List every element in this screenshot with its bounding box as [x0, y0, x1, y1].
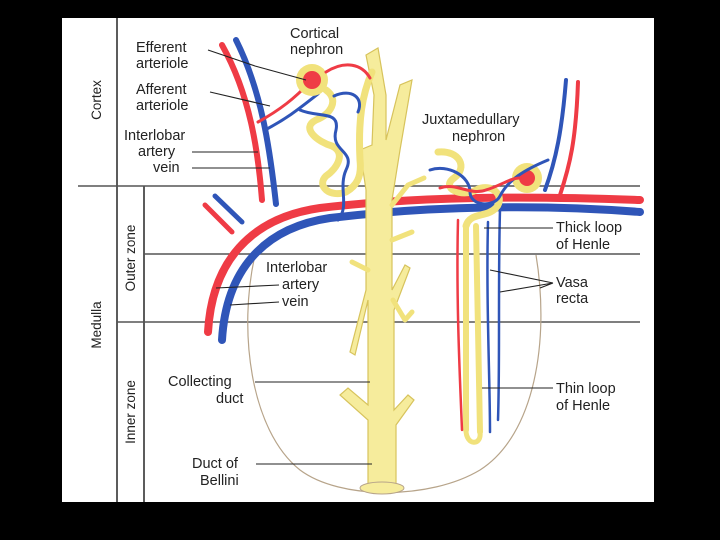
label-interlobar-upper-line1: Interlobar [124, 128, 185, 144]
juxtamedullary-nephron [428, 148, 550, 445]
label-interlobar-lower-line1: Interlobar [266, 260, 327, 276]
cortical-vessels [219, 37, 580, 207]
label-cortical-nephron-line2: nephron [290, 42, 343, 58]
label-vasa-recta-line1: Vasa [556, 275, 589, 291]
label-duct-of-bellini-line1: Duct of [192, 456, 239, 472]
label-juxtamedullary-nephron-line2: nephron [452, 129, 505, 145]
leader-efferent [207, 49, 307, 81]
label-interlobar-upper-line2: artery [138, 144, 176, 160]
interlobar-vessels [202, 193, 644, 344]
label-interlobar-lower-line2: artery [282, 277, 320, 293]
zone-label-cortex: Cortex [89, 80, 104, 120]
leader-interlobar-lower-artery [215, 284, 280, 289]
label-collecting-duct-line1: Collecting [168, 374, 232, 390]
label-thick-loop-line1: Thick loop [556, 220, 622, 236]
cortical-nephron [296, 63, 376, 222]
label-vasa-recta-line2: recta [556, 291, 589, 307]
label-collecting-duct-line2: duct [216, 391, 243, 407]
label-thick-loop-line2: of Henle [556, 237, 610, 253]
label-afferent-arteriole-line2: arteriole [136, 98, 188, 114]
label-efferent-arteriole-line1: Efferent [136, 40, 187, 56]
label-thin-loop-line2: of Henle [556, 398, 610, 414]
label-duct-of-bellini-line2: Bellini [200, 473, 239, 489]
zone-label-medulla: Medulla [89, 301, 104, 349]
label-juxtamedullary-nephron-line1: Juxtamedullary [422, 112, 520, 128]
leader-interlobar-lower-vein [229, 301, 280, 306]
label-afferent-arteriole-line1: Afferent [136, 82, 187, 98]
label-interlobar-lower-line3: vein [282, 294, 309, 310]
label-cortical-nephron-line1: Cortical [290, 26, 339, 42]
leader-vasa-recta [489, 269, 554, 293]
zone-label-inner-zone: Inner zone [123, 380, 138, 444]
label-efferent-arteriole-line2: arteriole [136, 56, 188, 72]
label-thin-loop-line1: Thin loop [556, 381, 616, 397]
zone-label-outer-zone: Outer zone [123, 225, 138, 292]
leader-afferent [209, 91, 271, 107]
label-interlobar-upper-line3: vein [153, 160, 180, 176]
collecting-duct [339, 47, 427, 495]
